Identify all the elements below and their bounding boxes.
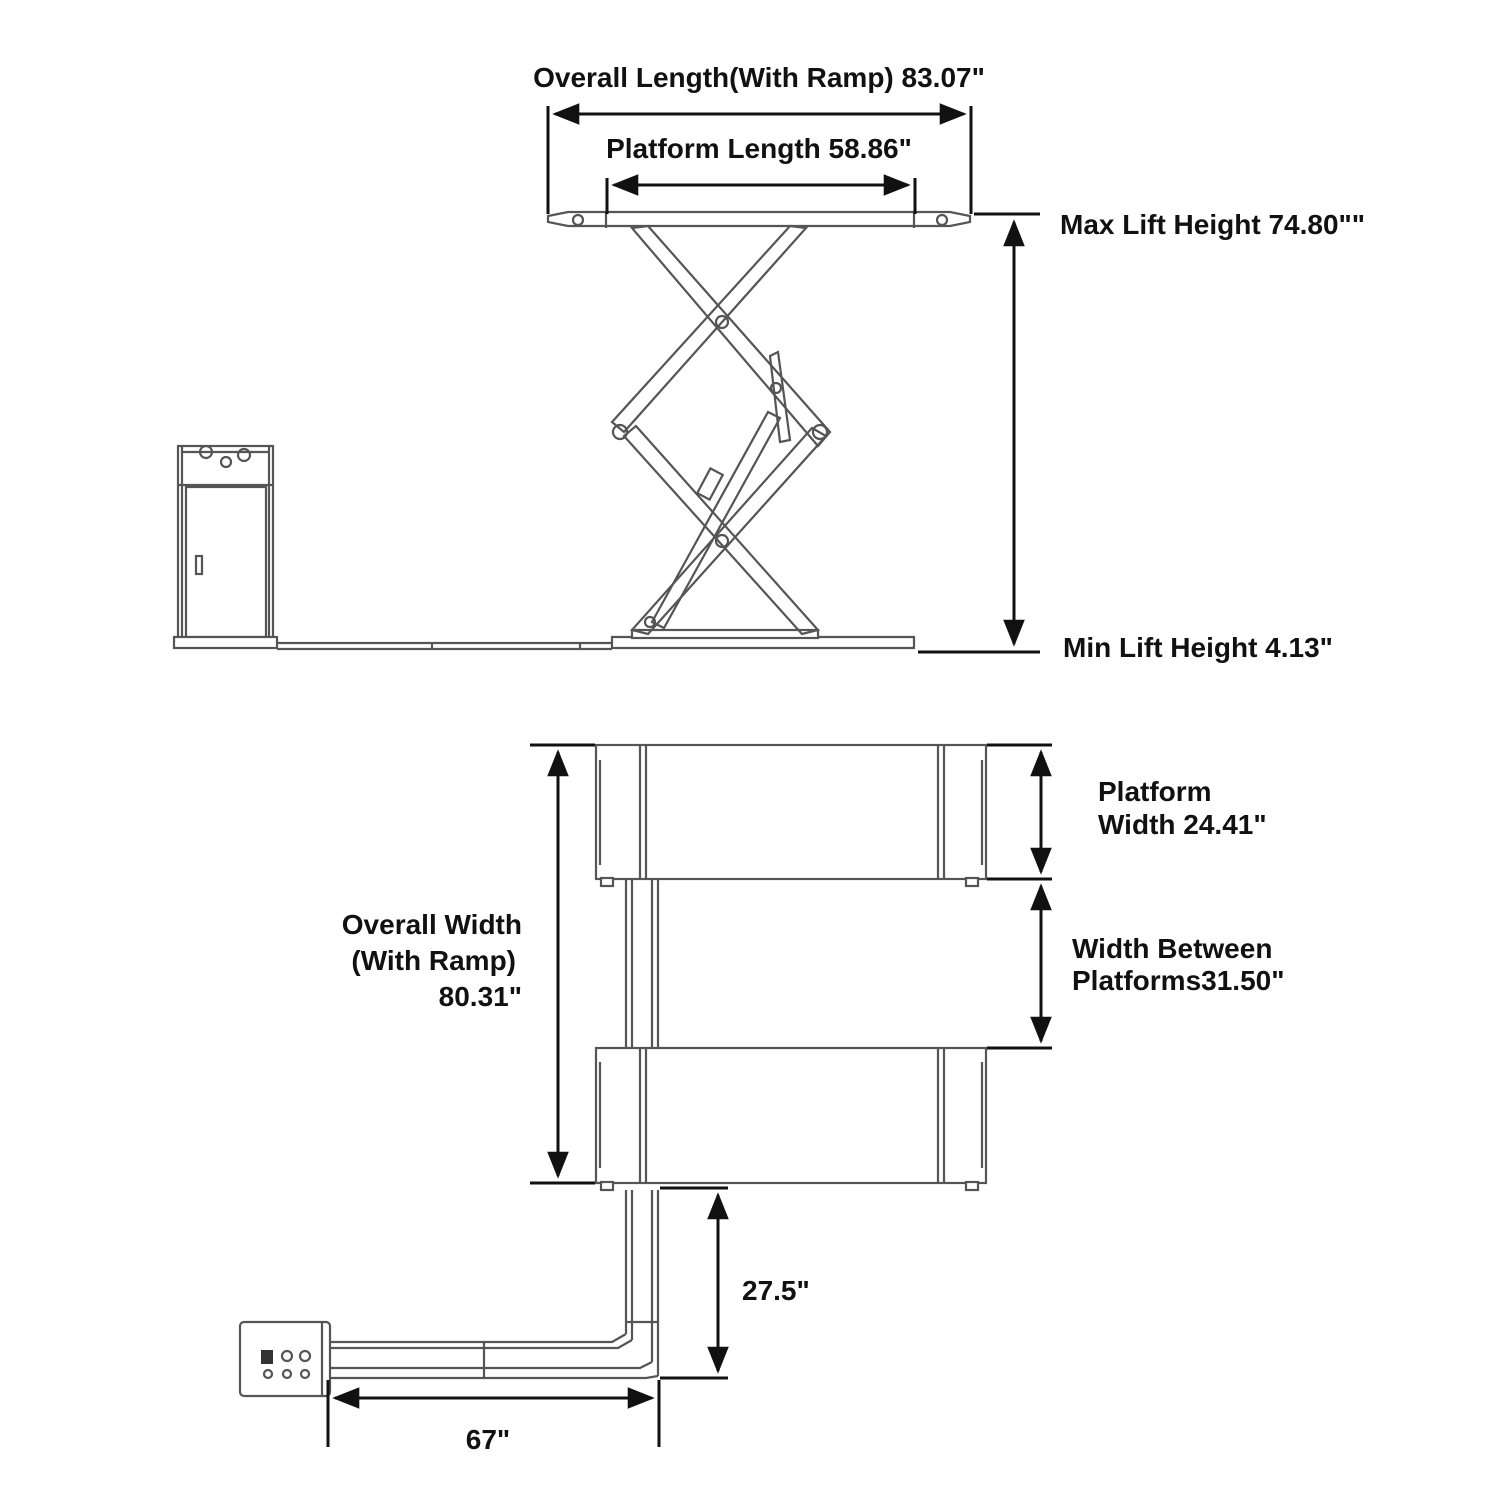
pivot-pin-icon	[714, 314, 730, 330]
platform-top-1	[594, 743, 988, 888]
ramp-hinge-icon	[571, 213, 585, 227]
platform-length-dimension: Platform Length 58.86"	[605, 133, 917, 214]
overall-width-label-2: (With Ramp)	[351, 945, 516, 976]
platform-top-2	[594, 1046, 988, 1192]
control-knob-icon	[219, 455, 233, 469]
overall-length-label: Overall Length(With Ramp) 83.07"	[533, 62, 985, 93]
min-lift-height-label: Min Lift Height 4.13"	[1063, 632, 1333, 663]
pivot-pin-icon	[714, 533, 730, 549]
platform-length-label: Platform Length 58.86"	[606, 133, 912, 164]
button-icon	[299, 1368, 311, 1380]
width-between-label: Width Between	[1072, 933, 1272, 964]
platform-width-dimension: Platform Width 24.41"	[987, 743, 1267, 881]
lift-height-dimension: Max Lift Height 74.80"" Min Lift Height …	[918, 209, 1365, 663]
overall-width-dimension: Overall Width (With Ramp) 80.31"	[342, 743, 595, 1185]
top-view: Platform Width 24.41" Width Between Plat…	[238, 743, 1285, 1455]
control-knob-icon	[236, 447, 252, 463]
display-icon	[261, 1350, 273, 1364]
control-knob-icon	[198, 444, 214, 460]
base-frame	[277, 628, 916, 651]
side-view: Overall Length(With Ramp) 83.07" Platfor…	[172, 62, 1365, 663]
pivot-pin-icon	[811, 423, 829, 441]
lift-platform	[546, 210, 972, 228]
hose-channel	[330, 879, 660, 1380]
ramp-hinge-icon	[935, 213, 949, 227]
scissor-mechanism	[610, 224, 832, 636]
button-icon	[280, 1349, 294, 1363]
hose-vertical-dimension: 27.5"	[660, 1186, 810, 1380]
width-between-value: Platforms31.50"	[1072, 965, 1285, 996]
platform-width-value: Width 24.41"	[1098, 809, 1267, 840]
overall-width-value: 80.31"	[439, 981, 522, 1012]
pivot-pin-icon	[611, 423, 629, 441]
control-box-top	[238, 1320, 332, 1398]
hose-horizontal-label: 67"	[466, 1424, 510, 1455]
control-cabinet	[172, 444, 279, 650]
button-icon	[262, 1368, 274, 1380]
pivot-pin-icon	[769, 381, 783, 395]
width-between-dimension: Width Between Platforms31.50"	[987, 883, 1285, 1050]
hose-horizontal-dimension: 67"	[326, 1380, 661, 1455]
platform-width-label: Platform	[1098, 776, 1212, 807]
pivot-pin-icon	[643, 615, 657, 629]
overall-length-dimension: Overall Length(With Ramp) 83.07"	[533, 62, 985, 214]
overall-width-label-1: Overall Width	[342, 909, 522, 940]
button-icon	[281, 1368, 293, 1380]
hose-vertical-label: 27.5"	[742, 1275, 810, 1306]
max-lift-height-label: Max Lift Height 74.80""	[1060, 209, 1365, 240]
cabinet-handle-icon	[194, 554, 204, 576]
button-icon	[298, 1349, 312, 1363]
